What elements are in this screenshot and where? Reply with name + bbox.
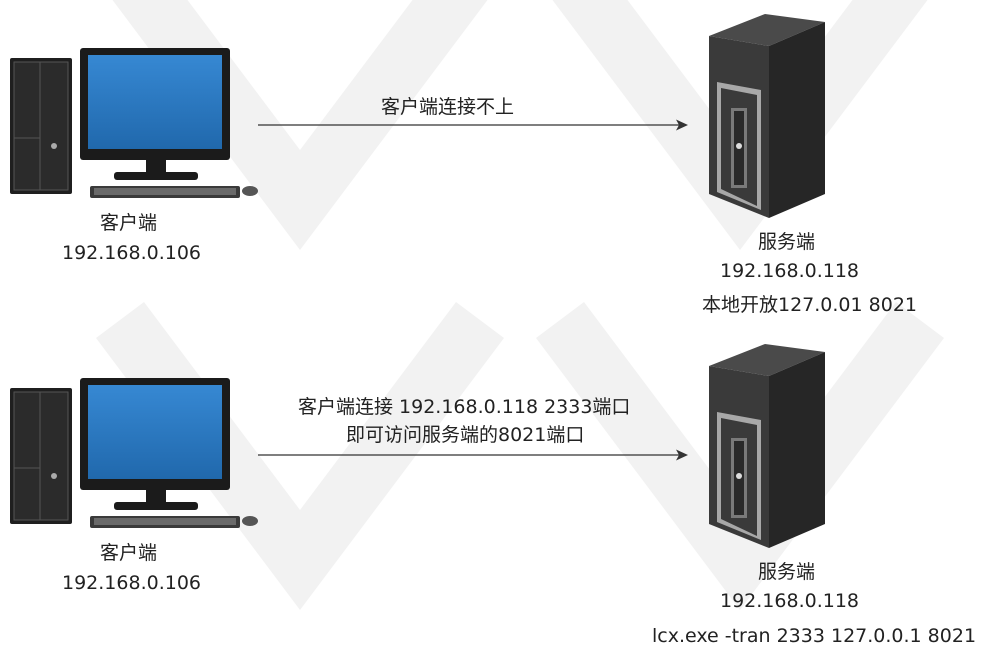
server-ip-label: 192.168.0.118	[720, 260, 860, 282]
server-note-label: 本地开放127.0.01 8021	[702, 294, 918, 316]
client-ip-label: 192.168.0.106	[62, 572, 202, 594]
connection-arrow	[258, 449, 688, 461]
desktop-computer-icon	[10, 378, 258, 528]
desktop-computer-icon	[10, 48, 258, 198]
client-ip-label: 192.168.0.106	[62, 242, 202, 264]
server-tower-icon	[709, 344, 825, 548]
server-tower-icon	[709, 14, 825, 218]
server-name-label: 服务端	[758, 231, 816, 253]
connection-label-line-2: 即可访问服务端的8021端口	[346, 424, 585, 446]
server-note-label: lcx.exe -tran 2333 127.0.0.1 8021	[652, 625, 977, 647]
connection-label-line-1: 客户端连接 192.168.0.118 2333端口	[298, 396, 631, 418]
server-name-label: 服务端	[758, 561, 816, 583]
client-name-label: 客户端	[100, 542, 158, 564]
client-name-label: 客户端	[100, 212, 158, 234]
connection-arrow	[258, 119, 688, 131]
server-ip-label: 192.168.0.118	[720, 590, 860, 612]
connection-label: 客户端连接不上	[381, 96, 515, 118]
